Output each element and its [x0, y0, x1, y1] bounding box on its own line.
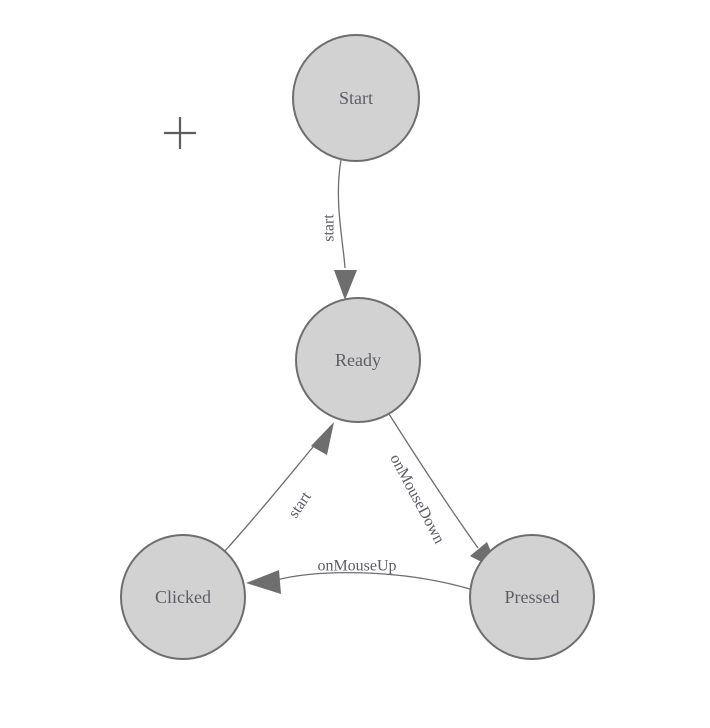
node-shape — [295, 297, 421, 423]
edge-label-start-to-ready: start — [321, 214, 338, 242]
state-node-pressed[interactable]: Pressed — [469, 534, 595, 660]
state-node-start[interactable]: Start — [292, 34, 420, 162]
crosshair-icon — [164, 117, 196, 149]
arrowhead-icon — [311, 422, 334, 455]
node-shape — [292, 34, 420, 162]
state-node-clicked[interactable]: Clicked — [120, 534, 246, 660]
edge-ready-to-pressed[interactable]: onMouseDown — [386, 413, 499, 571]
edge-start-to-ready[interactable]: start — [321, 159, 358, 300]
state-node-ready[interactable]: Ready — [295, 297, 421, 423]
edge-path — [337, 159, 346, 269]
node-shape — [120, 534, 246, 660]
edge-label-ready-to-pressed: onMouseDown — [386, 451, 447, 546]
node-label: Clicked — [155, 587, 211, 607]
node-shape — [469, 534, 595, 660]
edge-label-clicked-to-ready: start — [285, 488, 315, 521]
arrowhead-icon — [334, 270, 357, 300]
edge-clicked-to-ready[interactable]: start — [223, 422, 334, 553]
node-label: Pressed — [505, 587, 560, 607]
node-label: Ready — [335, 350, 381, 370]
edge-pressed-to-clicked[interactable]: onMouseUp — [246, 558, 471, 595]
arrowhead-icon — [246, 570, 281, 594]
edge-path — [275, 572, 471, 590]
edge-label-pressed-to-clicked: onMouseUp — [317, 558, 396, 575]
node-label: Start — [339, 88, 373, 108]
edge-path — [223, 446, 314, 553]
edge-path — [388, 413, 479, 549]
